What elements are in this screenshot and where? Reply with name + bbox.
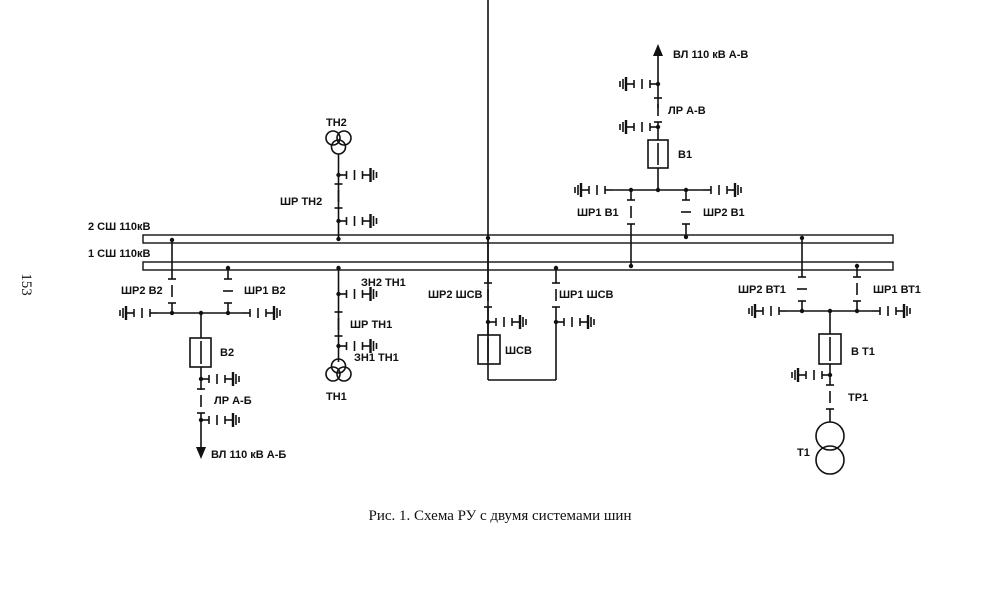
vt-tn1-winding [330, 358, 347, 374]
label-shr1-vt1: ШР1 ВТ1 [873, 284, 921, 296]
label-vl-ab: ВЛ 110 кВ А-Б [211, 449, 286, 461]
label-tn2: ТН2 [326, 117, 347, 129]
label-tn1: ТН1 [326, 391, 347, 403]
bus-1-label: 1 СШ 110кВ [88, 248, 150, 260]
label-shr1-v1: ШР1 В1 [577, 207, 619, 219]
label-tr1: ТР1 [848, 392, 868, 404]
label-shr2-vt1: ШР2 ВТ1 [738, 284, 786, 296]
bay-tn1 [325, 265, 378, 382]
label-shr1-shsv: ШР1 ШСВ [559, 289, 614, 301]
vt-tn2-winding [325, 130, 341, 146]
bay-line-av [573, 44, 743, 269]
bay-line-ab [118, 237, 282, 459]
label-shr-tn1: ШР ТН1 [350, 319, 392, 331]
label-t1: Т1 [797, 447, 810, 459]
bay-bus-coupler [477, 0, 596, 381]
transformer-t1-primary [815, 421, 845, 451]
label-vl-av: ВЛ 110 кВ А-В [673, 49, 748, 61]
label-zn1-tn1: ЗН1 ТН1 [354, 352, 399, 364]
bay-transformer-t1 [747, 235, 912, 475]
label-lr-ab: ЛР А-Б [214, 395, 252, 407]
label-v2: В2 [220, 347, 234, 359]
label-shr2-shsv: ШР2 ШСВ [428, 289, 483, 301]
figure-caption: Рис. 1. Схема РУ с двумя системами шин [368, 508, 632, 524]
label-shsv: ШСВ [505, 345, 532, 357]
bus-2-label: 2 СШ 110кВ [88, 221, 150, 233]
label-shr-tn2: ШР ТН2 [280, 196, 322, 208]
label-v-t1: В Т1 [851, 346, 875, 358]
label-shr1-v2: ШР1 В2 [244, 285, 286, 297]
label-shr2-v2: ШР2 В2 [121, 285, 163, 297]
arrow-down-icon [196, 447, 206, 459]
bus-1 [142, 261, 894, 271]
bay-tn2 [325, 130, 378, 242]
arrow-up-icon [653, 44, 663, 56]
breaker-shsv [477, 334, 501, 365]
bus-2 [142, 234, 894, 244]
label-shr2-v1: ШР2 В1 [703, 207, 745, 219]
label-lr-av: ЛР А-В [668, 105, 706, 117]
label-v1: В1 [678, 149, 692, 161]
transformer-t1-secondary [815, 445, 845, 475]
label-zn2-tn1: ЗН2 ТН1 [361, 277, 406, 289]
